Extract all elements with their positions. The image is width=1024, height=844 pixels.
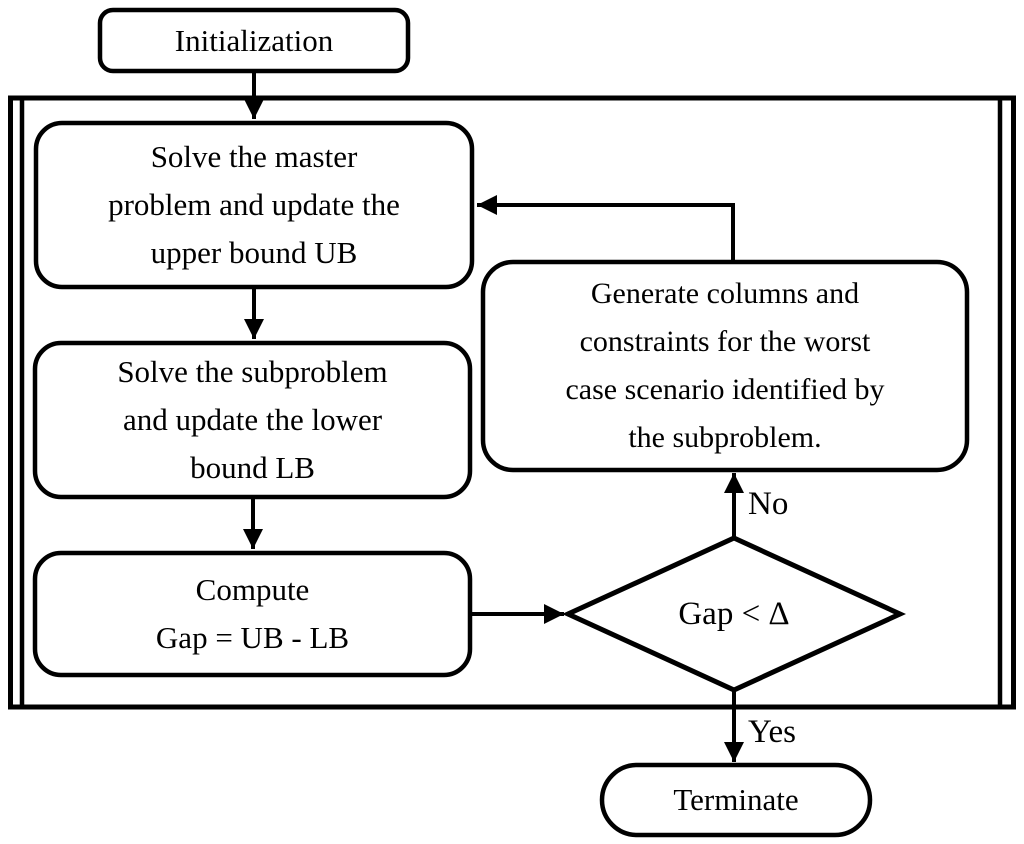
gap-decision-diamond [561,535,907,693]
generate-label-line-3: case scenario identified by [565,373,885,406]
edge-generate-to-master-loop [477,195,735,262]
initialization-box [97,7,411,74]
compute-label-line-1: Compute [195,572,310,607]
subproblem-box [32,340,473,500]
terminate-box [599,762,873,838]
subproblem-label-line-3: bound LB [190,450,315,485]
generate-label-line-1: Generate columns and [590,277,860,310]
no-branch-label: No [748,486,789,522]
subproblem-label-line-1: Solve the subproblem [117,354,388,389]
initialization-label-line: Initialization [174,22,334,58]
master-label-line-3: upper bound UB [150,235,358,270]
generate-columns-label: Generate columns and constraints for the… [483,262,967,470]
master-problem-box [33,120,475,290]
subproblem-label-line-2: and update the lower [122,402,383,437]
compute-gap-label: Compute Gap = UB - LB [35,553,470,675]
terminate-label: Terminate [602,765,870,835]
generate-columns-box [480,259,970,473]
decision-label-line: Gap < Δ [678,595,790,632]
gap-decision-label: Gap < Δ [568,553,900,675]
subproblem-label: Solve the subproblem and update the lowe… [35,343,470,497]
master-label-line-2: problem and update the [108,187,400,222]
compute-gap-box [32,550,473,678]
terminate-label-line: Terminate [673,782,799,817]
generate-label-line-2: constraints for the worst [579,325,871,358]
yes-branch-label: Yes [748,714,797,750]
generate-label-line-4: the subproblem. [628,421,822,454]
compute-label-line-2: Gap = UB - LB [155,620,350,655]
master-problem-label: Solve the master problem and update the … [36,123,472,287]
master-label-line-1: Solve the master [150,139,358,174]
initialization-label: Initialization [100,10,408,71]
